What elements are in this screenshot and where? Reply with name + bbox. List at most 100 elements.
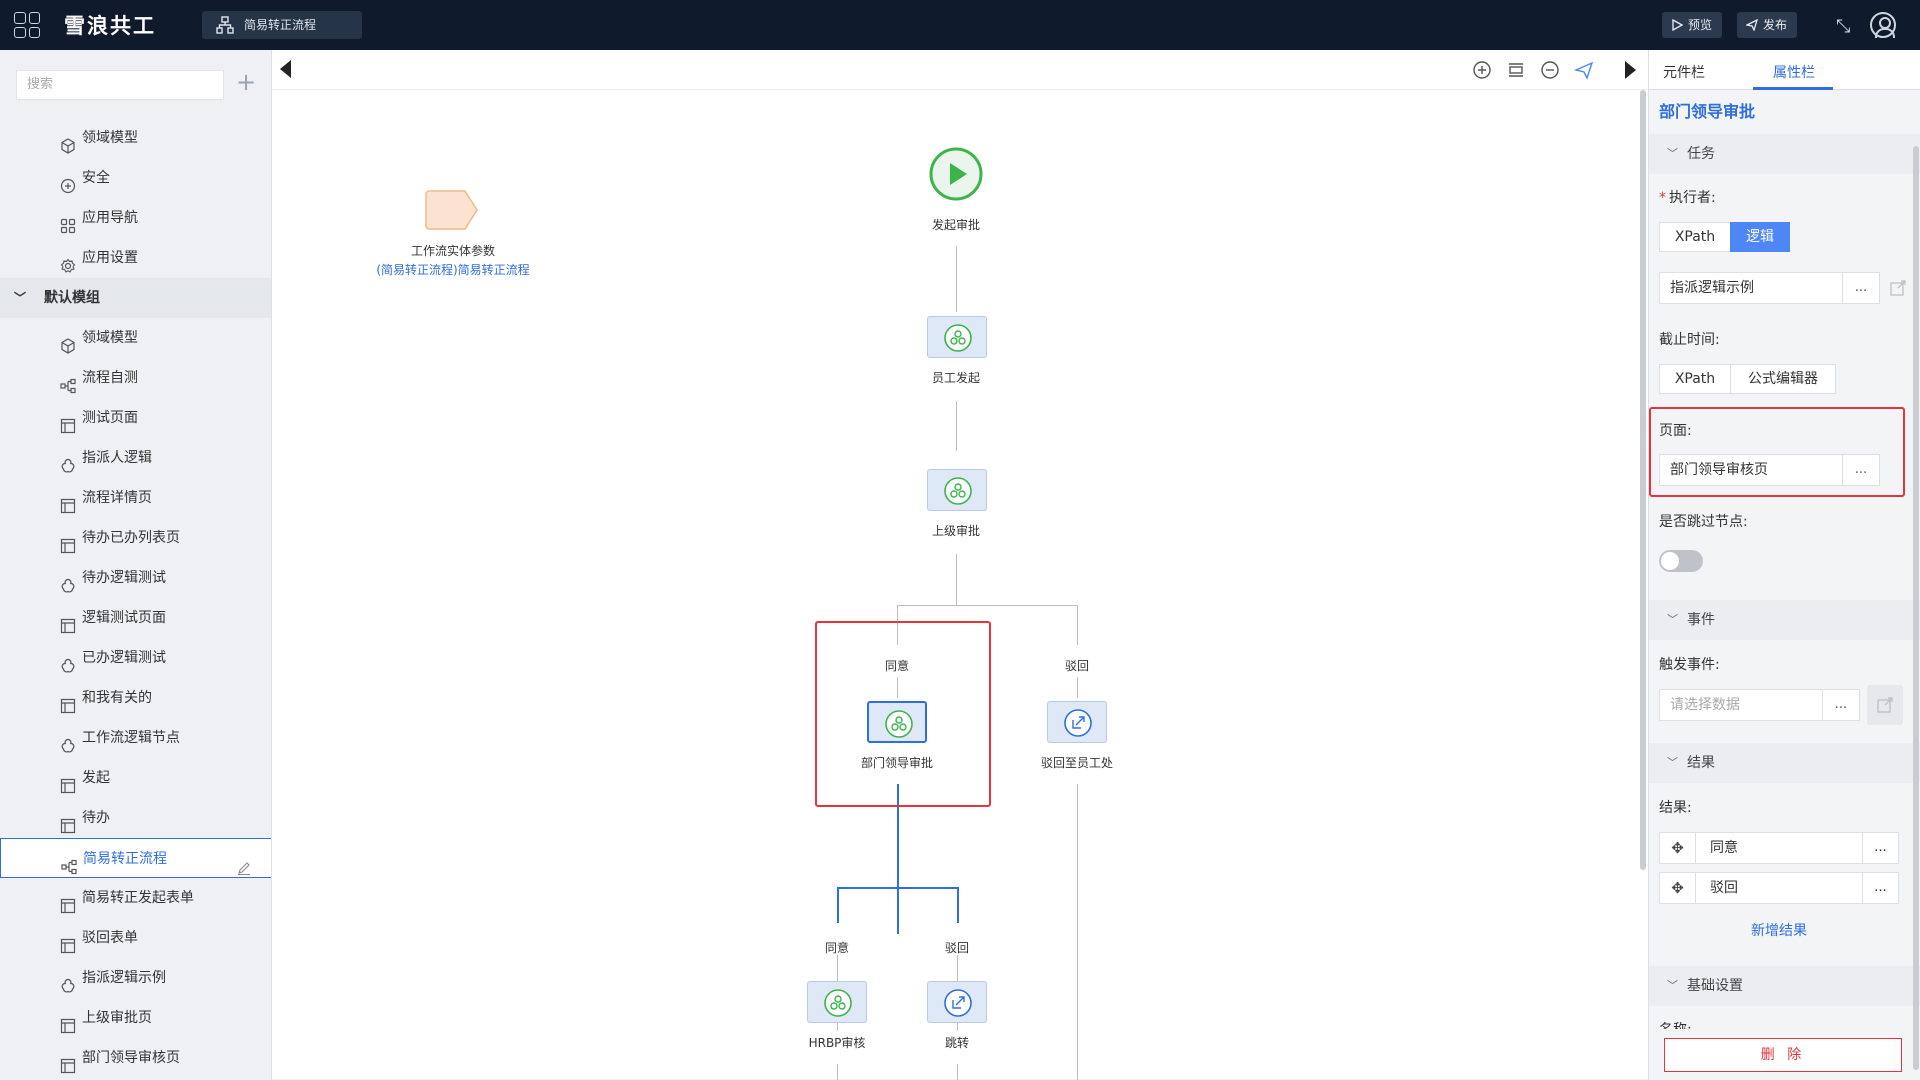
edit-icon[interactable] — [237, 851, 251, 876]
page-field[interactable]: 部门领导审核页 — [1659, 454, 1843, 486]
sidebar-item[interactable]: 上级审批页 — [0, 998, 271, 1038]
collapse-left-icon[interactable] — [280, 60, 291, 78]
property-panel: 元件栏 属性栏 部门领导审批 ﹀任务 *执行者: XPath 逻辑 指派逻辑示例… — [1648, 50, 1920, 1080]
preview-button[interactable]: 预览 — [1662, 12, 1723, 38]
sidebar-item[interactable]: 测试页面 — [0, 398, 271, 438]
branch-label[interactable]: 同意 — [884, 659, 909, 673]
sidebar-item-label: 简易转正发起表单 — [82, 890, 194, 906]
section-task[interactable]: ﹀任务 — [1649, 134, 1920, 174]
jump-node[interactable] — [927, 981, 987, 1023]
collapse-icon[interactable]: ⤡ — [1836, 16, 1851, 37]
sidebar-item-label: 简易转正流程 — [83, 851, 167, 867]
result-more-button[interactable]: ... — [1862, 833, 1898, 863]
executor-field[interactable]: 指派逻辑示例 — [1659, 272, 1843, 304]
sidebar-item[interactable]: 领域模型 — [0, 118, 271, 158]
sidebar-item-label: 已办逻辑测试 — [82, 650, 166, 666]
result-row[interactable]: ✥ 驳回 ... — [1659, 872, 1899, 904]
workflow-canvas[interactable]: 工作流实体参数 (简易转正流程)简易转正流程 发起审批 员工发起 上级审批 同意… — [272, 50, 1648, 1080]
sidebar-item[interactable]: 部门领导审核页 — [0, 1038, 271, 1078]
add-icon[interactable]: + — [236, 68, 257, 96]
user-avatar[interactable] — [1870, 12, 1896, 38]
sidebar-item[interactable]: 指派人逻辑 — [0, 438, 271, 478]
trigger-more-button[interactable]: ... — [1822, 689, 1860, 721]
sidebar-item[interactable]: 待办逻辑测试 — [0, 558, 271, 598]
top-bar: 雪浪共工 简易转正流程 预览 发布 ⤡ — [0, 0, 1920, 50]
page-more-button[interactable]: ... — [1842, 454, 1880, 486]
result-value[interactable]: 驳回 — [1710, 880, 1738, 896]
section-event[interactable]: ﹀事件 — [1649, 600, 1920, 640]
branch-label[interactable]: 同意 — [824, 941, 849, 955]
deadline-formula-option[interactable]: 公式编辑器 — [1730, 364, 1836, 394]
search-input[interactable]: 搜索 — [16, 70, 224, 100]
logic-icon — [60, 730, 76, 753]
deadline-xpath-option[interactable]: XPath — [1659, 364, 1731, 394]
sidebar-item[interactable]: 安全 — [0, 158, 271, 198]
tab-components[interactable]: 元件栏 — [1663, 65, 1705, 81]
sidebar-item[interactable]: 已办逻辑测试 — [0, 638, 271, 678]
sidebar-item[interactable]: 发起 — [0, 758, 271, 798]
section-result[interactable]: ﹀结果 — [1649, 743, 1920, 783]
entity-param-icon[interactable] — [425, 189, 481, 231]
zoom-out-icon[interactable] — [1540, 60, 1560, 80]
delete-button[interactable]: 删 除 — [1664, 1038, 1902, 1072]
sidebar-item[interactable]: 待办已办列表页 — [0, 518, 271, 558]
sidebar-item[interactable]: 流程详情页 — [0, 478, 271, 518]
result-more-button[interactable]: ... — [1862, 873, 1898, 903]
branch-label[interactable]: 驳回 — [1064, 659, 1089, 673]
dept-leader-approval-node[interactable] — [867, 701, 927, 743]
sidebar-item-label: 部门领导审核页 — [82, 1050, 180, 1066]
send-icon[interactable] — [1574, 60, 1594, 80]
trigger-field[interactable]: 请选择数据 — [1659, 689, 1823, 721]
tab-properties[interactable]: 属性栏 — [1773, 65, 1815, 81]
sidebar-item[interactable]: 工作流逻辑节点 — [0, 718, 271, 758]
sidebar-group-header[interactable]: ﹀默认模组 — [0, 278, 271, 318]
panel-scrollbar[interactable] — [1913, 146, 1919, 1070]
employee-start-node[interactable] — [927, 316, 987, 358]
executor-logic-option[interactable]: 逻辑 — [1730, 222, 1790, 252]
drag-handle-icon[interactable]: ✥ — [1660, 873, 1696, 903]
start-node-icon[interactable] — [929, 147, 983, 201]
gear-icon — [60, 250, 76, 273]
open-external-icon[interactable] — [1889, 279, 1907, 297]
page-icon — [60, 930, 76, 954]
connector-selected — [897, 784, 899, 934]
sidebar-item-label: 待办 — [82, 810, 110, 826]
sidebar-item[interactable]: 流程自测 — [0, 358, 271, 398]
drag-handle-icon[interactable]: ✥ — [1660, 833, 1696, 863]
trigger-open-button[interactable] — [1867, 685, 1903, 725]
superior-approval-node[interactable] — [927, 469, 987, 511]
connector-selected — [837, 887, 839, 923]
sidebar-item[interactable]: 领域模型 — [0, 318, 271, 358]
sidebar-item[interactable]: 逻辑测试页面 — [0, 598, 271, 638]
collapse-right-icon[interactable] — [1625, 61, 1636, 79]
sidebar-item[interactable]: 应用设置 — [0, 238, 271, 278]
sidebar-item-label: 工作流逻辑节点 — [82, 730, 180, 746]
page-icon — [60, 890, 76, 914]
zoom-in-icon[interactable] — [1472, 60, 1492, 80]
publish-button[interactable]: 发布 — [1737, 12, 1798, 38]
canvas-scrollbar[interactable] — [1640, 90, 1646, 870]
sidebar-item[interactable]: 驳回表单 — [0, 918, 271, 958]
add-result-link[interactable]: 新增结果 — [1751, 923, 1807, 939]
hrbp-review-node[interactable] — [807, 981, 867, 1023]
executor-xpath-option[interactable]: XPath — [1659, 222, 1731, 252]
reject-to-employee-node[interactable] — [1047, 701, 1107, 743]
sidebar-item[interactable]: 简易转正发起表单 — [0, 878, 271, 918]
executor-more-button[interactable]: ... — [1842, 272, 1880, 304]
apps-grid-icon[interactable] — [14, 12, 40, 38]
sidebar-item[interactable]: 简易转正流程 — [0, 838, 271, 878]
logic-icon — [60, 570, 76, 593]
result-row[interactable]: ✥ 同意 ... — [1659, 832, 1899, 864]
sidebar-item[interactable]: 待办 — [0, 798, 271, 838]
fit-icon[interactable] — [1506, 60, 1526, 80]
sidebar-item[interactable]: 应用导航 — [0, 198, 271, 238]
skip-toggle[interactable] — [1659, 550, 1703, 572]
branch-label[interactable]: 驳回 — [944, 941, 969, 955]
process-selector[interactable]: 简易转正流程 — [202, 11, 362, 39]
entity-param-value[interactable]: (简易转正流程)简易转正流程 — [376, 263, 530, 277]
result-value[interactable]: 同意 — [1710, 840, 1738, 856]
sidebar-item[interactable]: 指派逻辑示例 — [0, 958, 271, 998]
section-basic[interactable]: ﹀基础设置 — [1649, 966, 1920, 1006]
sidebar-item[interactable]: 和我有关的 — [0, 678, 271, 718]
connector — [1077, 677, 1078, 698]
